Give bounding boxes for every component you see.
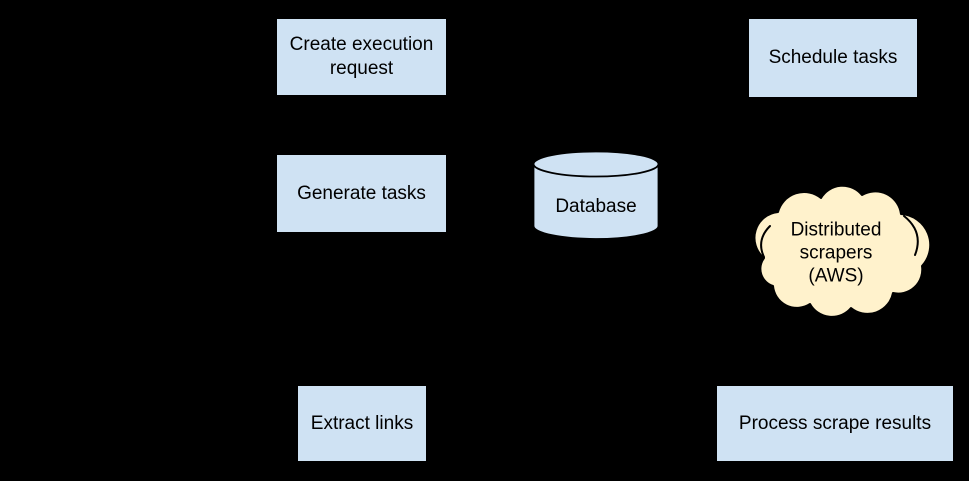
node-label-generate-tasks: Generate tasks <box>297 182 426 204</box>
node-generate-tasks: Generate tasks <box>277 155 446 232</box>
node-database: Database <box>532 150 660 240</box>
cloud-inner-arcs <box>760 215 919 258</box>
node-schedule-tasks: Schedule tasks <box>749 19 917 97</box>
node-label-schedule-tasks: Schedule tasks <box>768 47 898 68</box>
node-label-distributed-scrapers: Distributed scrapers (AWS) <box>790 219 882 287</box>
database-cylinder-shape <box>532 150 660 240</box>
node-label-extract-links: Extract links <box>310 412 414 434</box>
node-create-execution-request: Create execution request <box>277 19 446 95</box>
node-label-database: Database <box>555 196 637 217</box>
cloud-shape <box>753 184 932 318</box>
node-extract-links: Extract links <box>298 386 426 461</box>
node-process-scrape-results: Process scrape results <box>717 386 953 461</box>
node-distributed-scrapers: Distributed scrapers (AWS) <box>738 178 934 322</box>
node-label-process-scrape-results: Process scrape results <box>738 412 932 434</box>
node-label-create-execution-request: Create execution request <box>289 34 434 79</box>
